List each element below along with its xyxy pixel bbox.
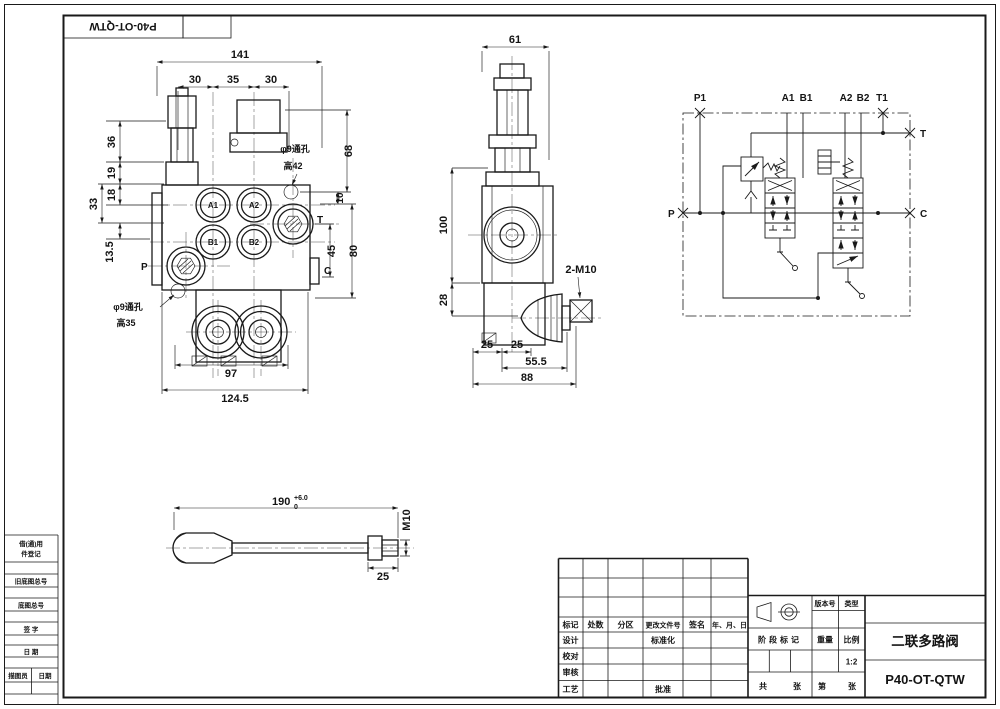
dim-25-a: 25: [481, 339, 493, 351]
dim-35: 35: [227, 74, 239, 86]
schematic-port-c: C: [920, 209, 927, 220]
port-label-b2: B2: [249, 238, 260, 247]
tb-design: 设计: [563, 635, 579, 645]
lever-drawing: 190 +6.0 0 M10 25: [166, 495, 414, 583]
side-view: 2-M10 61 100 28 25 25 55.5 88: [438, 34, 602, 388]
schematic-port-t: T: [920, 129, 926, 140]
margin-row-borrow-2: 件登记: [21, 549, 41, 558]
note-hole-bot-2: 高35: [116, 317, 135, 328]
dim-100: 100: [438, 216, 450, 234]
dim-55-5: 55.5: [525, 356, 546, 368]
dim-36: 36: [106, 136, 118, 148]
margin-column: 借(通)用 件登记 旧底图总号 底图总号 签 字 日 期 描图员 日期: [4, 534, 59, 705]
tb-standardization: 标准化: [650, 635, 675, 645]
schematic-port-b1: B1: [800, 93, 813, 104]
dim-19: 19: [106, 167, 118, 179]
dim-30-right: 30: [265, 74, 277, 86]
corner-part-number-box: P40-OT-QTW: [63, 15, 232, 39]
schematic-port-t1: T1: [876, 93, 888, 104]
tb-stage-mark: 阶段标记: [758, 635, 802, 645]
margin-row-tracer: 描图员: [8, 671, 28, 680]
port-label-b1: B1: [208, 238, 219, 247]
margin-row-date: 日 期: [24, 647, 39, 656]
tb-zone: 分区: [618, 620, 634, 630]
dim-124-5: 124.5: [221, 393, 249, 405]
dim-m10: M10: [401, 509, 413, 530]
tb-weight: 重量: [817, 635, 833, 645]
dim-190: 190: [272, 496, 290, 508]
schematic-port-a2: A2: [840, 93, 853, 104]
sheet-borders: [4, 4, 996, 705]
tb-scale-value: 1:2: [846, 658, 858, 667]
tb-sign: 签名: [688, 620, 705, 630]
tb-scale: 比例: [844, 635, 860, 645]
margin-row-sign: 签 字: [23, 625, 39, 634]
tb-type: 类型: [845, 599, 859, 608]
margin-row-tracer-date: 日期: [39, 671, 53, 680]
tb-check: 校对: [563, 651, 579, 661]
title-block: 标记 处数 分区 更改文件号 签名 年、月、日 设计 校对 审核 工艺 标准化 …: [557, 557, 986, 698]
dim-33: 33: [88, 198, 100, 210]
projection-symbol-icon: [756, 601, 800, 623]
note-hole-top-1: φ9通孔: [280, 143, 309, 154]
dim-10: 10: [335, 192, 346, 204]
dim-190-tol-upper: +6.0: [294, 495, 308, 502]
tb-process: 工艺: [563, 684, 579, 694]
tb-product-name: 二联多路阀: [891, 633, 959, 649]
port-label-a1: A1: [208, 201, 219, 210]
dim-61: 61: [509, 34, 521, 46]
port-label-t: T: [317, 215, 323, 226]
port-label-a2: A2: [249, 201, 260, 210]
tb-version: 版本号: [815, 599, 836, 608]
tb-drawing-number: P40-OT-QTW: [885, 672, 965, 687]
schematic-port-p1: P1: [694, 93, 707, 104]
schematic-port-a1: A1: [782, 93, 795, 104]
port-label-p: P: [141, 262, 148, 273]
dim-190-tol-lower: 0: [294, 504, 298, 511]
note-hole-bot-1: φ9通孔: [113, 301, 142, 312]
schematic-port-b2: B2: [857, 93, 870, 104]
tb-approve: 批准: [655, 684, 671, 694]
dim-28: 28: [438, 294, 450, 306]
dim-18: 18: [106, 189, 118, 201]
dim-97: 97: [225, 368, 237, 380]
tb-sheets-unit1: 张: [793, 682, 802, 691]
tb-sheets-total: 共: [759, 681, 767, 691]
dim-30-left: 30: [189, 74, 201, 86]
dim-88: 88: [521, 372, 533, 384]
front-view: A1 A2 B1 B2 T P C φ9通孔 高42 φ9通孔 高35: [88, 49, 360, 405]
margin-row-old-master: 旧底图总号: [15, 577, 48, 586]
note-hole-top-2: 高42: [283, 160, 302, 171]
dim-13-5: 13.5: [104, 241, 116, 262]
tb-sheet-no: 第: [818, 681, 826, 691]
dim-25-lever: 25: [377, 571, 389, 583]
dim-45: 45: [326, 245, 338, 257]
margin-row-borrow-1: 借(通)用: [18, 539, 43, 548]
tb-mark: 标记: [562, 620, 579, 630]
dim-25-b: 25: [511, 339, 523, 351]
margin-row-master: 底图总号: [18, 601, 45, 610]
hydraulic-schematic: P1 A1 B1 A2 B2 T1 T C P: [668, 93, 927, 317]
schematic-port-p: P: [668, 209, 675, 220]
tb-review: 审核: [563, 667, 579, 677]
tb-count: 处数: [587, 620, 605, 630]
dim-2-m10: 2-M10: [565, 264, 596, 276]
port-label-c: C: [324, 266, 331, 277]
tb-date: 年、月、日: [712, 621, 747, 630]
dim-141: 141: [231, 49, 249, 61]
corner-part-number: P40-OT-QTW: [89, 20, 157, 32]
dim-80: 80: [348, 245, 360, 257]
tb-doc-no: 更改文件号: [646, 621, 681, 630]
tb-sheets-unit2: 张: [848, 682, 857, 691]
dim-68: 68: [343, 145, 355, 157]
